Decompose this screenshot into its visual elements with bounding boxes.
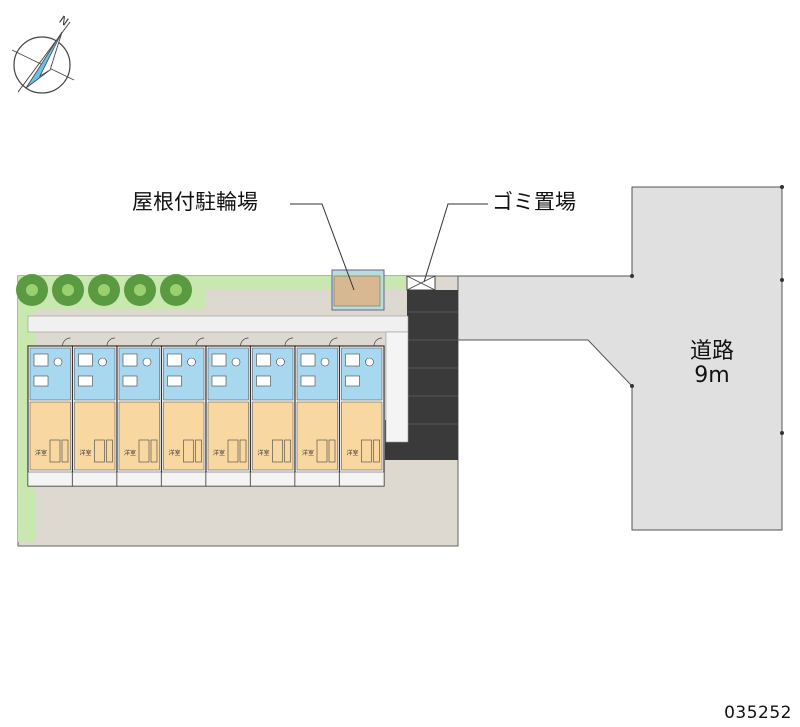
road-label: 道路 9m [672,339,752,389]
room-label: 洋室 [302,449,314,457]
room-label: 洋室 [213,449,225,457]
garbage-area [406,275,436,291]
corridor [27,315,409,443]
compass-north-label: N [57,13,71,28]
bike-shed [331,269,385,311]
apartment-unit: 洋室 [160,337,207,487]
room-label: 洋室 [347,449,359,457]
apartment-unit: 洋室 [249,337,296,487]
trees [16,274,192,306]
room-label: 洋室 [169,449,181,457]
apartment-unit: 洋室 [205,337,252,487]
road-area [457,185,784,531]
room-label: 洋室 [35,449,47,457]
compass-icon: N [11,13,75,94]
apartment-unit: 洋室 [294,337,341,487]
garbage-area-label: ゴミ置場 [492,190,576,214]
bicycle-parking-label: 屋根付駐輪場 [132,190,258,214]
leader-lines [290,203,488,291]
apartment-building: 洋室 洋室 洋室 洋室 洋室 洋室 洋室 洋室 [27,337,385,487]
road-name: 道路 [689,339,734,364]
apartment-unit: 洋室 [116,337,163,487]
room-label: 洋室 [80,449,92,457]
apartment-unit: 洋室 [27,337,74,487]
room-label: 洋室 [258,449,270,457]
room-label: 洋室 [124,449,136,457]
apartment-unit: 洋室 [338,337,385,487]
apartment-unit: 洋室 [71,337,118,487]
road-width: 9m [694,363,730,389]
property-code: 035252 [724,703,792,723]
